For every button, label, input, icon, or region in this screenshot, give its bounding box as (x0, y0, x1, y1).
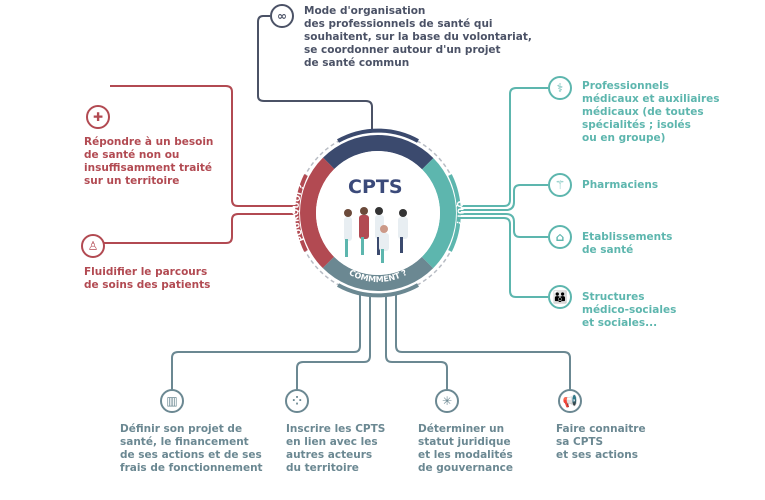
stethoscope-icon: ⚕ (548, 76, 572, 100)
comment-text-4: Faire connaitre sa CPTS et ses actions (556, 423, 646, 461)
comment-text-2: Inscrire les CPTS en lien avec les autre… (286, 423, 386, 474)
governance-icon: ✳ (435, 389, 459, 413)
documents-icon: ▥ (160, 389, 184, 413)
health-facility-icon: ⌂ (548, 225, 572, 249)
healthcare-team-illustration (344, 207, 408, 263)
center-title: CPTS (348, 176, 403, 198)
patient-path-icon: ♙ (81, 234, 105, 258)
qui-text-3: Etablissements de santé (582, 231, 673, 256)
family-icon: 👪 (548, 285, 572, 309)
link-icon: ∞ (270, 4, 294, 28)
qui-text-1: Professionnels médicaux et auxiliaires m… (582, 80, 720, 144)
first-aid-kit-icon: ✚ (86, 105, 110, 129)
pourquoi-text-1: Répondre à un besoin de santé non ou ins… (84, 136, 214, 187)
pharmacy-icon: ⚚ (548, 173, 572, 197)
quoi-segment (300, 135, 456, 291)
qui-text-2: Pharmaciens (582, 179, 659, 191)
megaphone-icon: 📢 (558, 389, 582, 413)
svg-text:QUI ?: QUI ? (455, 200, 465, 226)
qui-text-4: Structures médico-sociales et sociales..… (582, 291, 677, 329)
comment-text-1: Définir son projet de santé, le financem… (120, 423, 263, 474)
quoi-text: Mode d'organisation des professionnels d… (304, 5, 532, 69)
ring-label-qui: QUI ? (455, 200, 465, 226)
svg-text:QUOI ?: QUOI ? (361, 151, 395, 162)
comment-text-3: Déterminer un statut juridique et les mo… (418, 423, 514, 474)
ring-label-quoi: QUOI ? (361, 151, 395, 162)
network-icon: ⁘ (285, 389, 309, 413)
pourquoi-text-2: Fluidifier le parcours de soins des pati… (84, 266, 211, 291)
